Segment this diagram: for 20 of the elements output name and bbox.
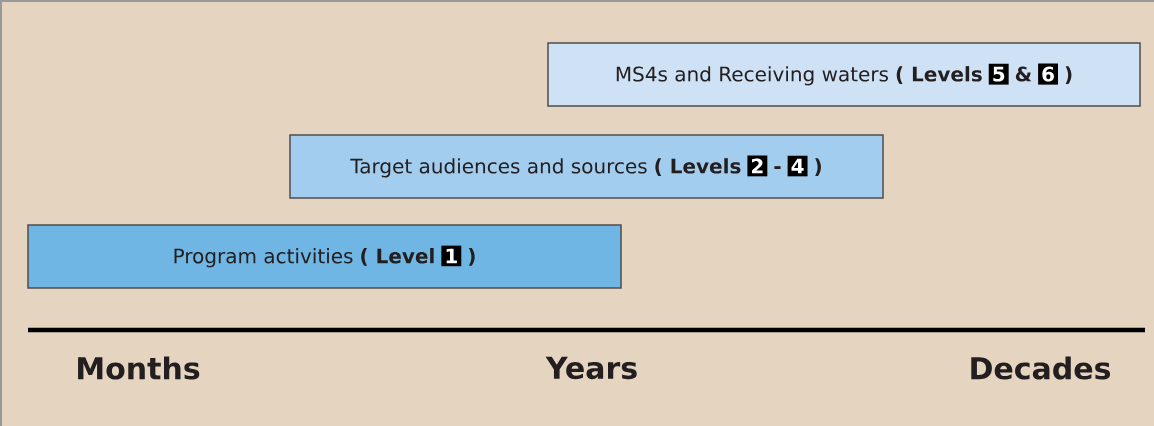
level-box xyxy=(547,42,1141,107)
level-badge: 1 xyxy=(441,245,462,267)
timescale-label: Decades xyxy=(971,356,1111,380)
timescale-label: Months xyxy=(78,356,200,380)
level-label: ( Levels xyxy=(655,158,741,176)
level-label: - xyxy=(774,166,781,169)
level-label: & xyxy=(1015,66,1032,82)
box-label: Target audiences and sources xyxy=(350,158,647,178)
box-label: MS4s and Receiving waters xyxy=(616,66,888,86)
level-box xyxy=(27,224,622,289)
level-label: ) xyxy=(815,158,821,176)
level-label: ) xyxy=(1065,66,1072,84)
level-label: ( Levels xyxy=(896,66,982,84)
box-label: Program activities xyxy=(174,248,353,268)
level-badge: 2 xyxy=(747,155,768,177)
level-label: ( Level xyxy=(361,248,434,266)
level-label: ) xyxy=(468,248,475,266)
level-badge: 6 xyxy=(1038,63,1058,85)
timescale-label: Years xyxy=(545,356,637,380)
level-box xyxy=(289,134,884,199)
